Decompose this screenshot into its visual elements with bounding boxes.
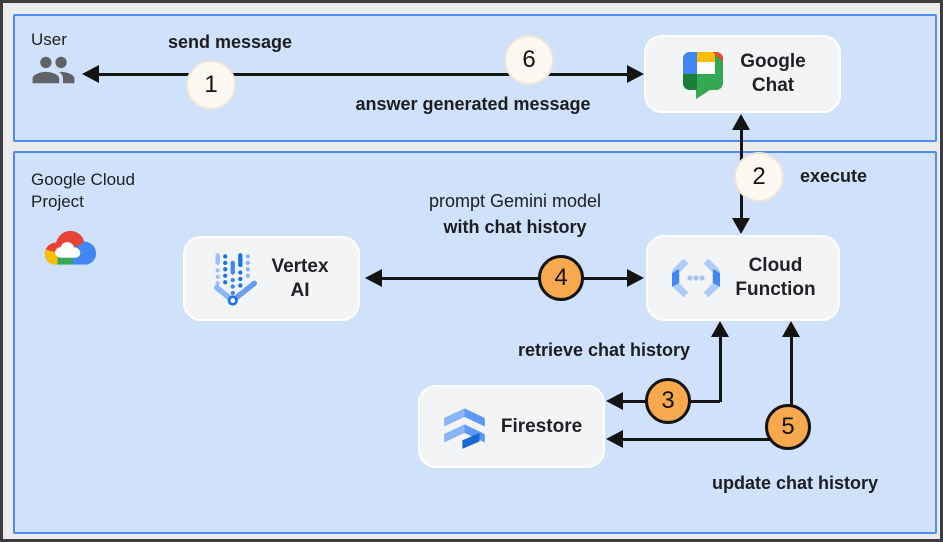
- vertex-ai-label-line2: AI: [290, 279, 310, 301]
- gcp-lane-label-line2: Project: [31, 192, 84, 211]
- vertex-ai-label-line1: Vertex: [271, 255, 329, 277]
- cloud-function-node: Cloud Function: [646, 235, 840, 321]
- firestore-label: Firestore: [500, 415, 583, 437]
- google-chat-icon: [679, 48, 727, 100]
- edge-update-horizontal: [622, 437, 792, 441]
- google-chat-node: Google Chat: [644, 35, 841, 113]
- cloud-function-icon: [670, 257, 722, 299]
- arrowhead-to-cloud-function-down: [732, 218, 750, 234]
- edge-retrieve-vertical: [718, 325, 722, 402]
- users-icon: [30, 51, 77, 89]
- edge-label-send-message: send message: [167, 32, 293, 52]
- vertex-ai-node: Vertex AI: [183, 236, 360, 321]
- cloud-function-label: Cloud Function: [735, 254, 815, 302]
- gcp-lane-label-line1: Google Cloud: [31, 170, 135, 189]
- google-cloud-project-lane: [13, 151, 937, 534]
- edge-vertex-function: [380, 276, 628, 280]
- vertex-ai-label: Vertex AI: [271, 255, 328, 303]
- step-badge-5: 5: [765, 404, 811, 450]
- edge-label-prompt-line2: with chat history: [443, 217, 587, 237]
- edge-label-update-history: update chat history: [711, 473, 879, 493]
- step-badge-4: 4: [538, 255, 584, 301]
- edge-label-retrieve-history: retrieve chat history: [517, 340, 691, 360]
- cloud-function-label-line1: Cloud: [748, 255, 803, 276]
- step-badge-2: 2: [734, 152, 784, 202]
- arrowhead-to-user: [82, 65, 99, 83]
- arrowhead-to-vertex-ai: [365, 269, 382, 287]
- user-lane-label: User: [31, 30, 67, 49]
- edge-label-execute: execute: [800, 166, 868, 186]
- google-chat-label: Google Chat: [740, 50, 805, 98]
- edge-update-vertical: [789, 325, 793, 441]
- arrowhead-retrieve-to-firestore: [606, 392, 623, 410]
- firestore-node: Firestore: [418, 385, 605, 468]
- step-badge-3: 3: [645, 378, 691, 424]
- google-chat-label-line1: Google: [740, 51, 806, 72]
- google-chat-label-line2: Chat: [751, 75, 795, 96]
- edge-user-chat: [96, 72, 630, 76]
- arrowhead-update-to-firestore: [606, 430, 623, 448]
- edge-label-answer-generated: answer generated message: [355, 94, 591, 114]
- cloud-function-label-line2: Function: [735, 279, 816, 300]
- step-badge-6: 6: [504, 35, 554, 85]
- arrowhead-to-google-chat: [627, 65, 644, 83]
- edge-label-prompt-line1: prompt Gemini model: [428, 191, 602, 211]
- vertex-ai-icon: [214, 251, 258, 307]
- edge-label-prompt-gemini: prompt Gemini model with chat history: [429, 188, 601, 240]
- step-badge-1: 1: [186, 60, 236, 110]
- firestore-icon: [441, 404, 488, 449]
- gcp-lane-label: Google Cloud Project: [31, 169, 135, 213]
- google-cloud-icon: [43, 224, 98, 270]
- arrowhead-to-cloud-function-right: [627, 269, 644, 287]
